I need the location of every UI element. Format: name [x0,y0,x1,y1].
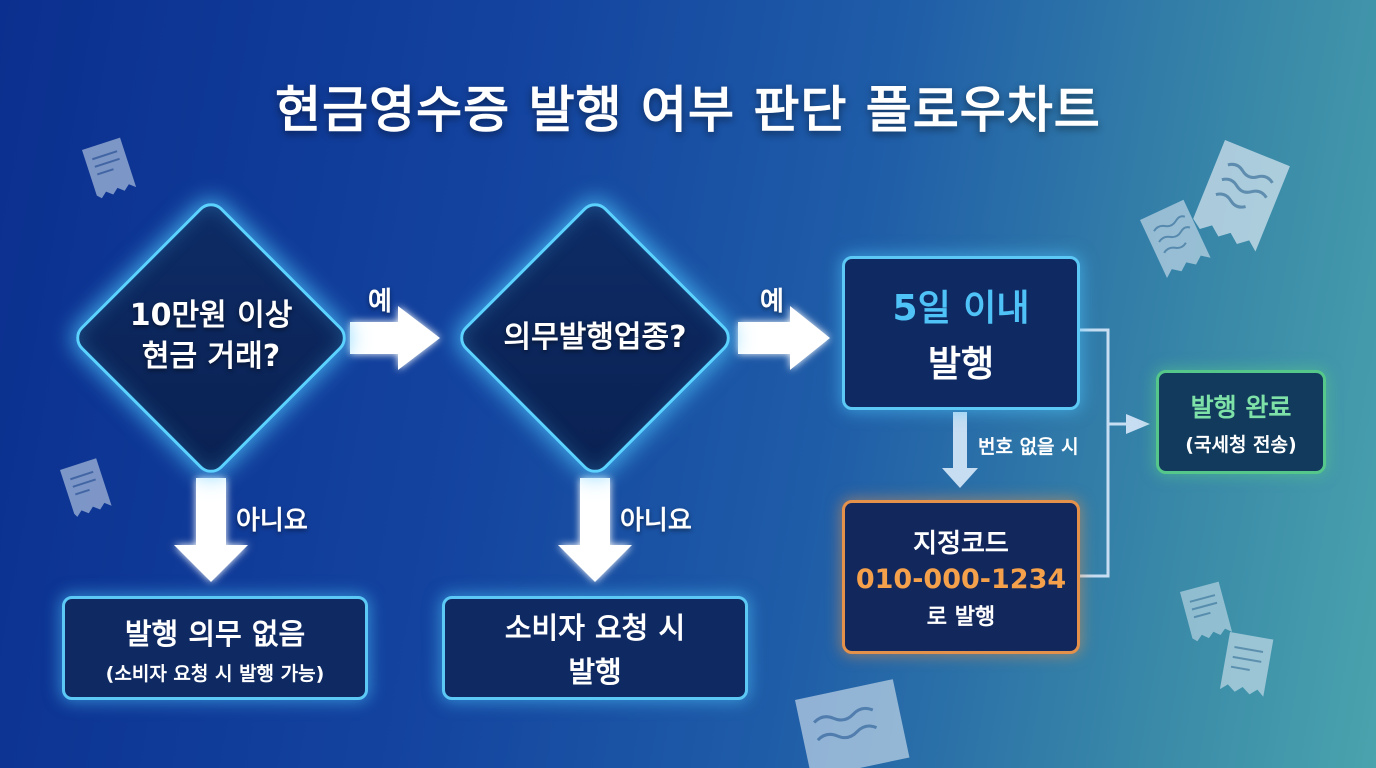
decision-cash-text: 10만원 이상 현금 거래? [90,296,332,377]
outcome-complete: 발행 완료 (국세청 전송) [1156,370,1326,474]
yes-label-1: 예 [368,287,392,317]
no-number-arrow [942,412,978,488]
receipt-icon [1140,199,1211,279]
decision-mandatory-text: 의무발행업종? [474,318,716,359]
within-5-days-line2: 발행 [927,344,995,385]
merge-bracket [1080,328,1110,578]
no-label-2: 아니요 [620,506,692,536]
outcome-within-5-days: 5일 이내 발행 [842,256,1080,410]
designated-code-suffix: 로 발행 [926,605,996,630]
no-number-label: 번호 없을 시 [978,436,1079,458]
receipt-icon [60,458,112,517]
within-5-days-line1: 5일 이내 [892,288,1030,329]
outcome-on-request: 소비자 요청 시 발행 [442,596,748,700]
outcome-designated-code: 지정코드 010-000-1234 로 발행 [842,500,1080,654]
receipt-icon [1193,140,1290,252]
receipt-icon [1180,581,1233,642]
on-request-line1: 소비자 요청 시 [504,611,686,645]
decision-cash-line2: 현금 거래? [141,338,281,374]
receipt-icon [1219,632,1274,697]
complete-arrow [1126,414,1150,434]
yes-arrow-2 [738,306,830,370]
on-request-line2: 발행 [568,655,622,689]
decision-mandatory-line1: 의무발행업종? [503,320,687,355]
yes-label-2: 예 [760,287,784,317]
receipt-icon [795,679,910,768]
no-arrow-2 [558,478,632,582]
decision-cash-line1: 10만원 이상 [129,298,293,333]
designated-code-number: 010-000-1234 [855,564,1067,595]
yes-arrow-1 [350,306,440,370]
outcome-no-obligation: 발행 의무 없음 (소비자 요청 시 발행 가능) [62,596,368,700]
receipt-icon [82,137,137,199]
page-title: 현금영수증 발행 여부 판단 플로우차트 [275,81,1101,139]
designated-code-title: 지정코드 [913,529,1009,559]
no-obligation-title: 발행 의무 없음 [124,616,306,651]
no-arrow-1 [174,478,248,582]
no-label-1: 아니요 [236,506,308,536]
complete-note: (국세청 전송) [1185,433,1297,456]
complete-title: 발행 완료 [1190,392,1292,422]
no-obligation-note: (소비자 요청 시 발행 가능) [105,662,325,685]
